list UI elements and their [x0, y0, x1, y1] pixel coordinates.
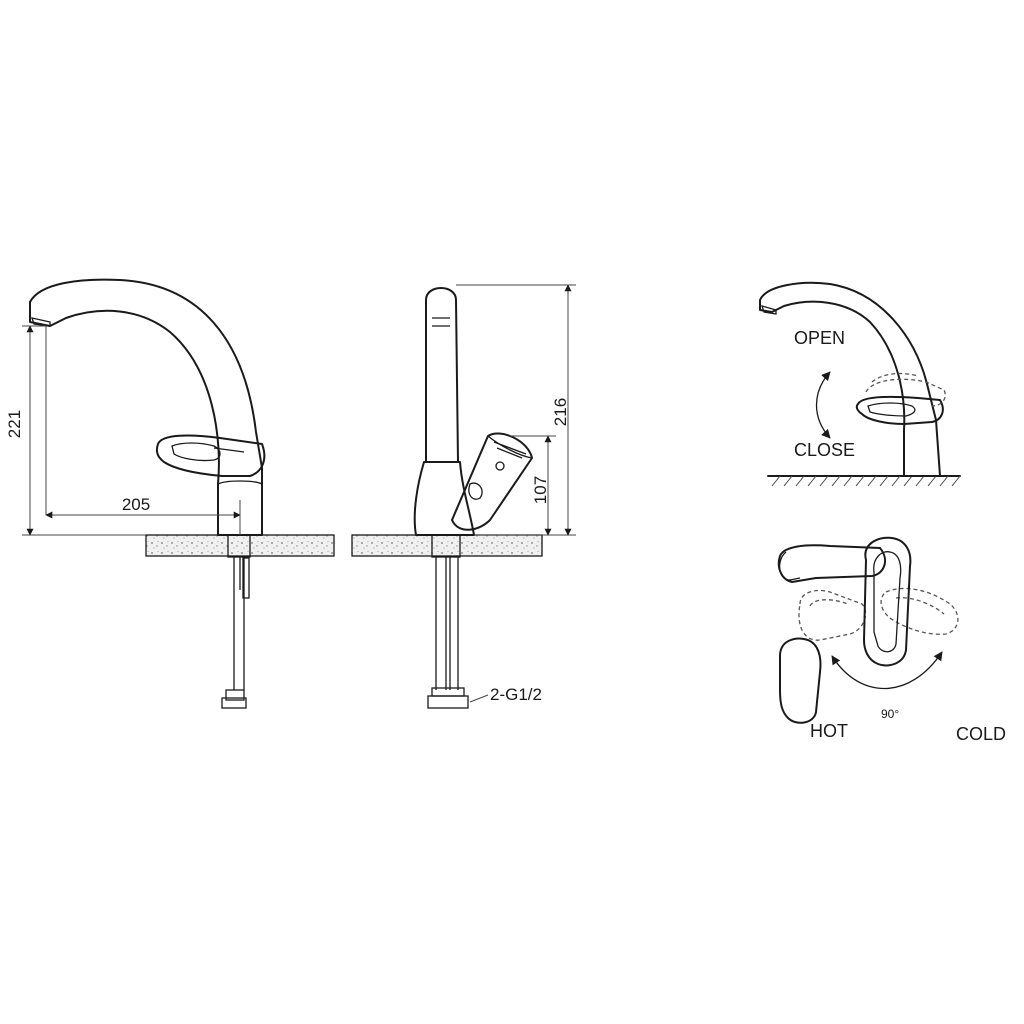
- top-spout: [777, 544, 887, 583]
- side-hose-fittings: [427, 695, 469, 709]
- countertop-front: [145, 534, 335, 557]
- cold-label: COLD: [956, 724, 1006, 744]
- side-lever: [451, 432, 533, 531]
- dim-front-height: 221: [5, 410, 24, 438]
- mini-spout: [759, 281, 941, 477]
- angle-label: 90°: [881, 707, 899, 721]
- mini-lever: [855, 395, 944, 425]
- hot-cold-diagram: 90° HOT COLD: [777, 536, 1006, 744]
- front-aerator: [31, 317, 51, 327]
- top-lever: [863, 536, 912, 667]
- hot-lever-position: [779, 637, 822, 724]
- countertop-side: [351, 534, 543, 557]
- hot-label: HOT: [810, 721, 848, 741]
- front-hose-fitting: [221, 697, 247, 709]
- dim-front-reach: 205: [122, 495, 150, 514]
- side-view: 2-G1/2 216 107: [351, 284, 576, 709]
- front-view: 221 205: [5, 278, 335, 709]
- front-lever: [155, 434, 266, 477]
- dim-side-lever-height: 107: [531, 476, 550, 504]
- side-spout: [425, 287, 459, 463]
- open-label: OPEN: [794, 328, 845, 348]
- connection-label: 2-G1/2: [490, 685, 542, 704]
- open-close-diagram: OPEN CLOSE: [759, 281, 961, 487]
- side-body: [413, 461, 475, 536]
- front-mount-nut: [227, 534, 251, 558]
- dim-side-height: 216: [551, 398, 570, 426]
- close-label: CLOSE: [794, 440, 855, 460]
